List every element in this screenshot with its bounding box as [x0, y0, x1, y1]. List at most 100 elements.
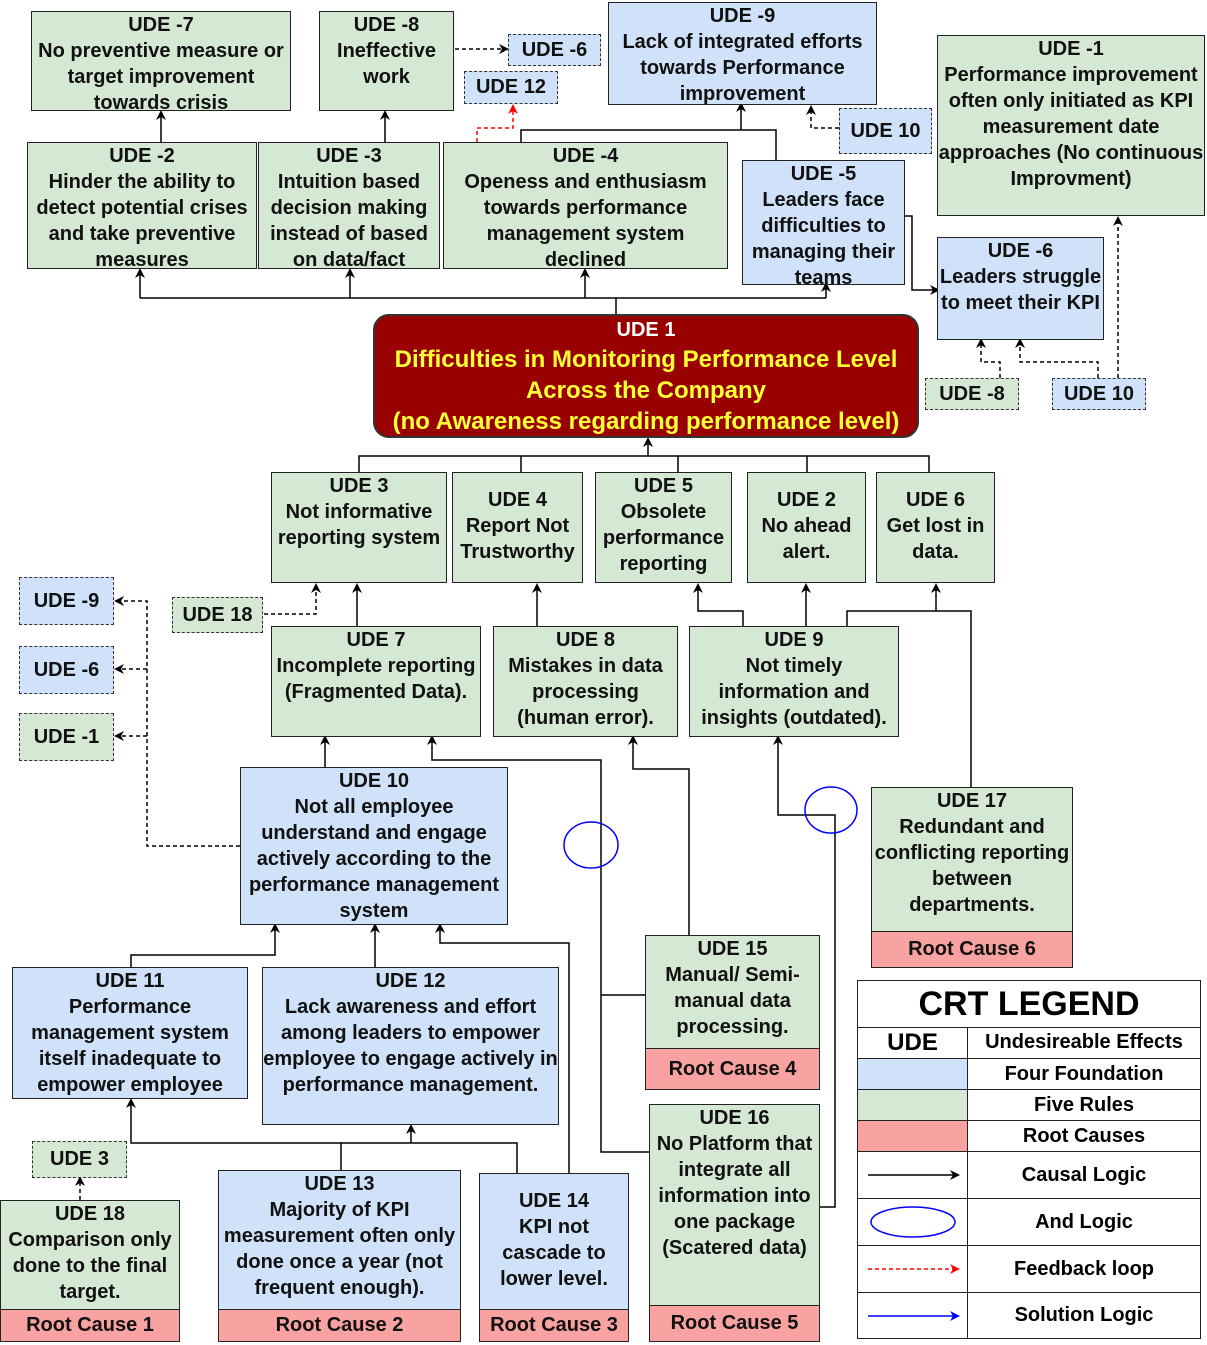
ude-id: UDE 5 [634, 475, 693, 497]
ude-text: Redundant and conflicting reporting betw… [874, 816, 1070, 916]
ude-id: UDE 8 [556, 629, 615, 651]
ude-text: Obsolete performance reporting [602, 501, 725, 575]
legend-label: Five Rules [1033, 1093, 1135, 1116]
ude-m5-box: UDE -5 Leaders face difficulties to manag… [742, 160, 905, 285]
legend-key: UDE [858, 1027, 968, 1058]
legend-row: And Logic [858, 1198, 1200, 1245]
ude-text: Majority of KPI measurement often only d… [223, 1199, 456, 1299]
legend-swatch-green [858, 1090, 968, 1120]
ude-12-box: UDE 12 Lack awareness and effort among le… [262, 967, 559, 1125]
ude-m8-box: UDE -8 Ineffective work [319, 11, 454, 111]
main-title-line: Difficulties in Monitoring Performance L… [394, 345, 898, 373]
root-cause-6: Root Cause 6 [871, 931, 1073, 968]
ref-tag-ude-10: UDE 10 [839, 108, 932, 154]
and-logic-ellipse [563, 821, 619, 869]
legend-swatch-blue [858, 1059, 968, 1089]
ude-id: UDE -5 [790, 163, 857, 185]
ude-id: UDE -6 [987, 240, 1054, 262]
ude-id: UDE 12 [375, 970, 446, 992]
main-id: UDE 1 [616, 318, 676, 341]
root-cause-5: Root Cause 5 [649, 1305, 820, 1342]
ude-16-box: UDE 16 No Platform that integrate all inf… [649, 1104, 820, 1342]
ude-id: UDE -2 [109, 145, 175, 167]
ude-9-box: UDE 9 Not timely information and insights… [689, 626, 899, 737]
feedback-arrow-icon [858, 1246, 968, 1292]
ude-id: UDE 9 [764, 629, 824, 651]
ude-text: No Platform that integrate all informati… [656, 1133, 813, 1259]
ude-id: UDE 4 [488, 489, 547, 511]
ude-id: UDE -7 [128, 14, 194, 36]
ude-text: Not all employee understand and engage a… [248, 796, 500, 922]
ude-text: Get lost in data. [886, 515, 985, 563]
legend-row: Causal Logic [858, 1151, 1200, 1198]
ref-tag-ude-m8: UDE -8 [925, 378, 1019, 410]
ref-tag-ude-m9: UDE -9 [19, 577, 114, 625]
legend-label: Four Foundation [1004, 1062, 1164, 1085]
ude-id: UDE 13 [304, 1173, 375, 1195]
ude-text: Mistakes in data processing (human error… [508, 655, 663, 729]
legend-row: Four Foundation [858, 1058, 1200, 1089]
ude-id: UDE -9 [709, 5, 776, 27]
legend-label: Root Causes [1022, 1124, 1146, 1147]
and-ellipse-icon [858, 1199, 968, 1245]
ude-id: UDE 14 [518, 1190, 590, 1212]
main-ude-1-box: UDE 1 Difficulties in Monitoring Perform… [373, 314, 919, 438]
root-cause-2: Root Cause 2 [218, 1309, 461, 1342]
ude-id: UDE 17 [936, 790, 1008, 812]
ude-m9-box: UDE -9 Lack of integrated efforts towards… [608, 2, 877, 105]
ref-tag-ude-10: UDE 10 [1052, 378, 1146, 410]
ude-id: UDE 3 [329, 475, 389, 497]
root-cause-4: Root Cause 4 [645, 1048, 820, 1090]
legend-swatch-red [858, 1121, 968, 1151]
ude-text: Manual/ Semi-manual data processing. [665, 964, 800, 1038]
ude-id: UDE 7 [346, 629, 406, 651]
legend-title: CRT LEGEND [858, 981, 1200, 1028]
ude-text: Comparison only done to the final target… [8, 1229, 172, 1303]
ude-text: Performance improvement often only initi… [938, 64, 1204, 190]
ude-8-box: UDE 8 Mistakes in data processing (human … [493, 626, 678, 737]
ude-text: Lack of integrated efforts towards Perfo… [622, 31, 863, 105]
crt-legend: CRT LEGEND UDE Undesireable Effects Four… [857, 980, 1201, 1339]
legend-row: UDE Undesireable Effects [858, 1027, 1200, 1058]
legend-label: Solution Logic [1014, 1304, 1154, 1326]
ude-text: Ineffective work [337, 40, 436, 88]
ude-id: UDE 10 [338, 770, 410, 792]
ude-id: UDE 18 [54, 1203, 126, 1225]
and-logic-ellipse [804, 786, 858, 834]
ude-id: UDE -1 [1038, 38, 1104, 60]
ref-tag-ude-18: UDE 18 [172, 597, 263, 633]
ude-id: UDE 2 [777, 489, 836, 511]
ude-m1-box: UDE -1 Performance improvement often only… [937, 35, 1205, 216]
ude-text: No ahead alert. [761, 515, 852, 563]
ude-text: Lack awareness and effort among leaders … [263, 996, 558, 1096]
main-title-line: Across the Company [525, 376, 767, 404]
solution-arrow-icon [858, 1293, 968, 1338]
ref-tag-ude-m1: UDE -1 [19, 713, 114, 761]
legend-label: Causal Logic [1021, 1163, 1147, 1186]
ude-id: UDE -8 [353, 14, 420, 36]
ude-id: UDE -4 [552, 145, 619, 167]
ude-id: UDE -3 [316, 145, 382, 167]
ude-2-box: UDE 2 No ahead alert. [747, 472, 866, 583]
ude-id: UDE 16 [699, 1107, 770, 1129]
ude-text: Not timely information and insights (out… [701, 655, 887, 729]
legend-row: Feedback loop [858, 1245, 1200, 1292]
ude-text: Leaders face difficulties to managing th… [751, 189, 896, 285]
root-cause-1: Root Cause 1 [0, 1309, 180, 1342]
ude-10-box: UDE 10 Not all employee understand and en… [240, 767, 508, 925]
root-cause-3: Root Cause 3 [479, 1309, 629, 1342]
ude-id: UDE 11 [95, 970, 165, 992]
legend-row: Five Rules [858, 1089, 1200, 1120]
ude-text: Intuition based decision making instead … [270, 171, 428, 269]
legend-label: Feedback loop [1013, 1257, 1155, 1280]
legend-label: Undesireable Effects [985, 1031, 1183, 1053]
ude-5-box: UDE 5 Obsolete performance reporting [595, 472, 732, 583]
